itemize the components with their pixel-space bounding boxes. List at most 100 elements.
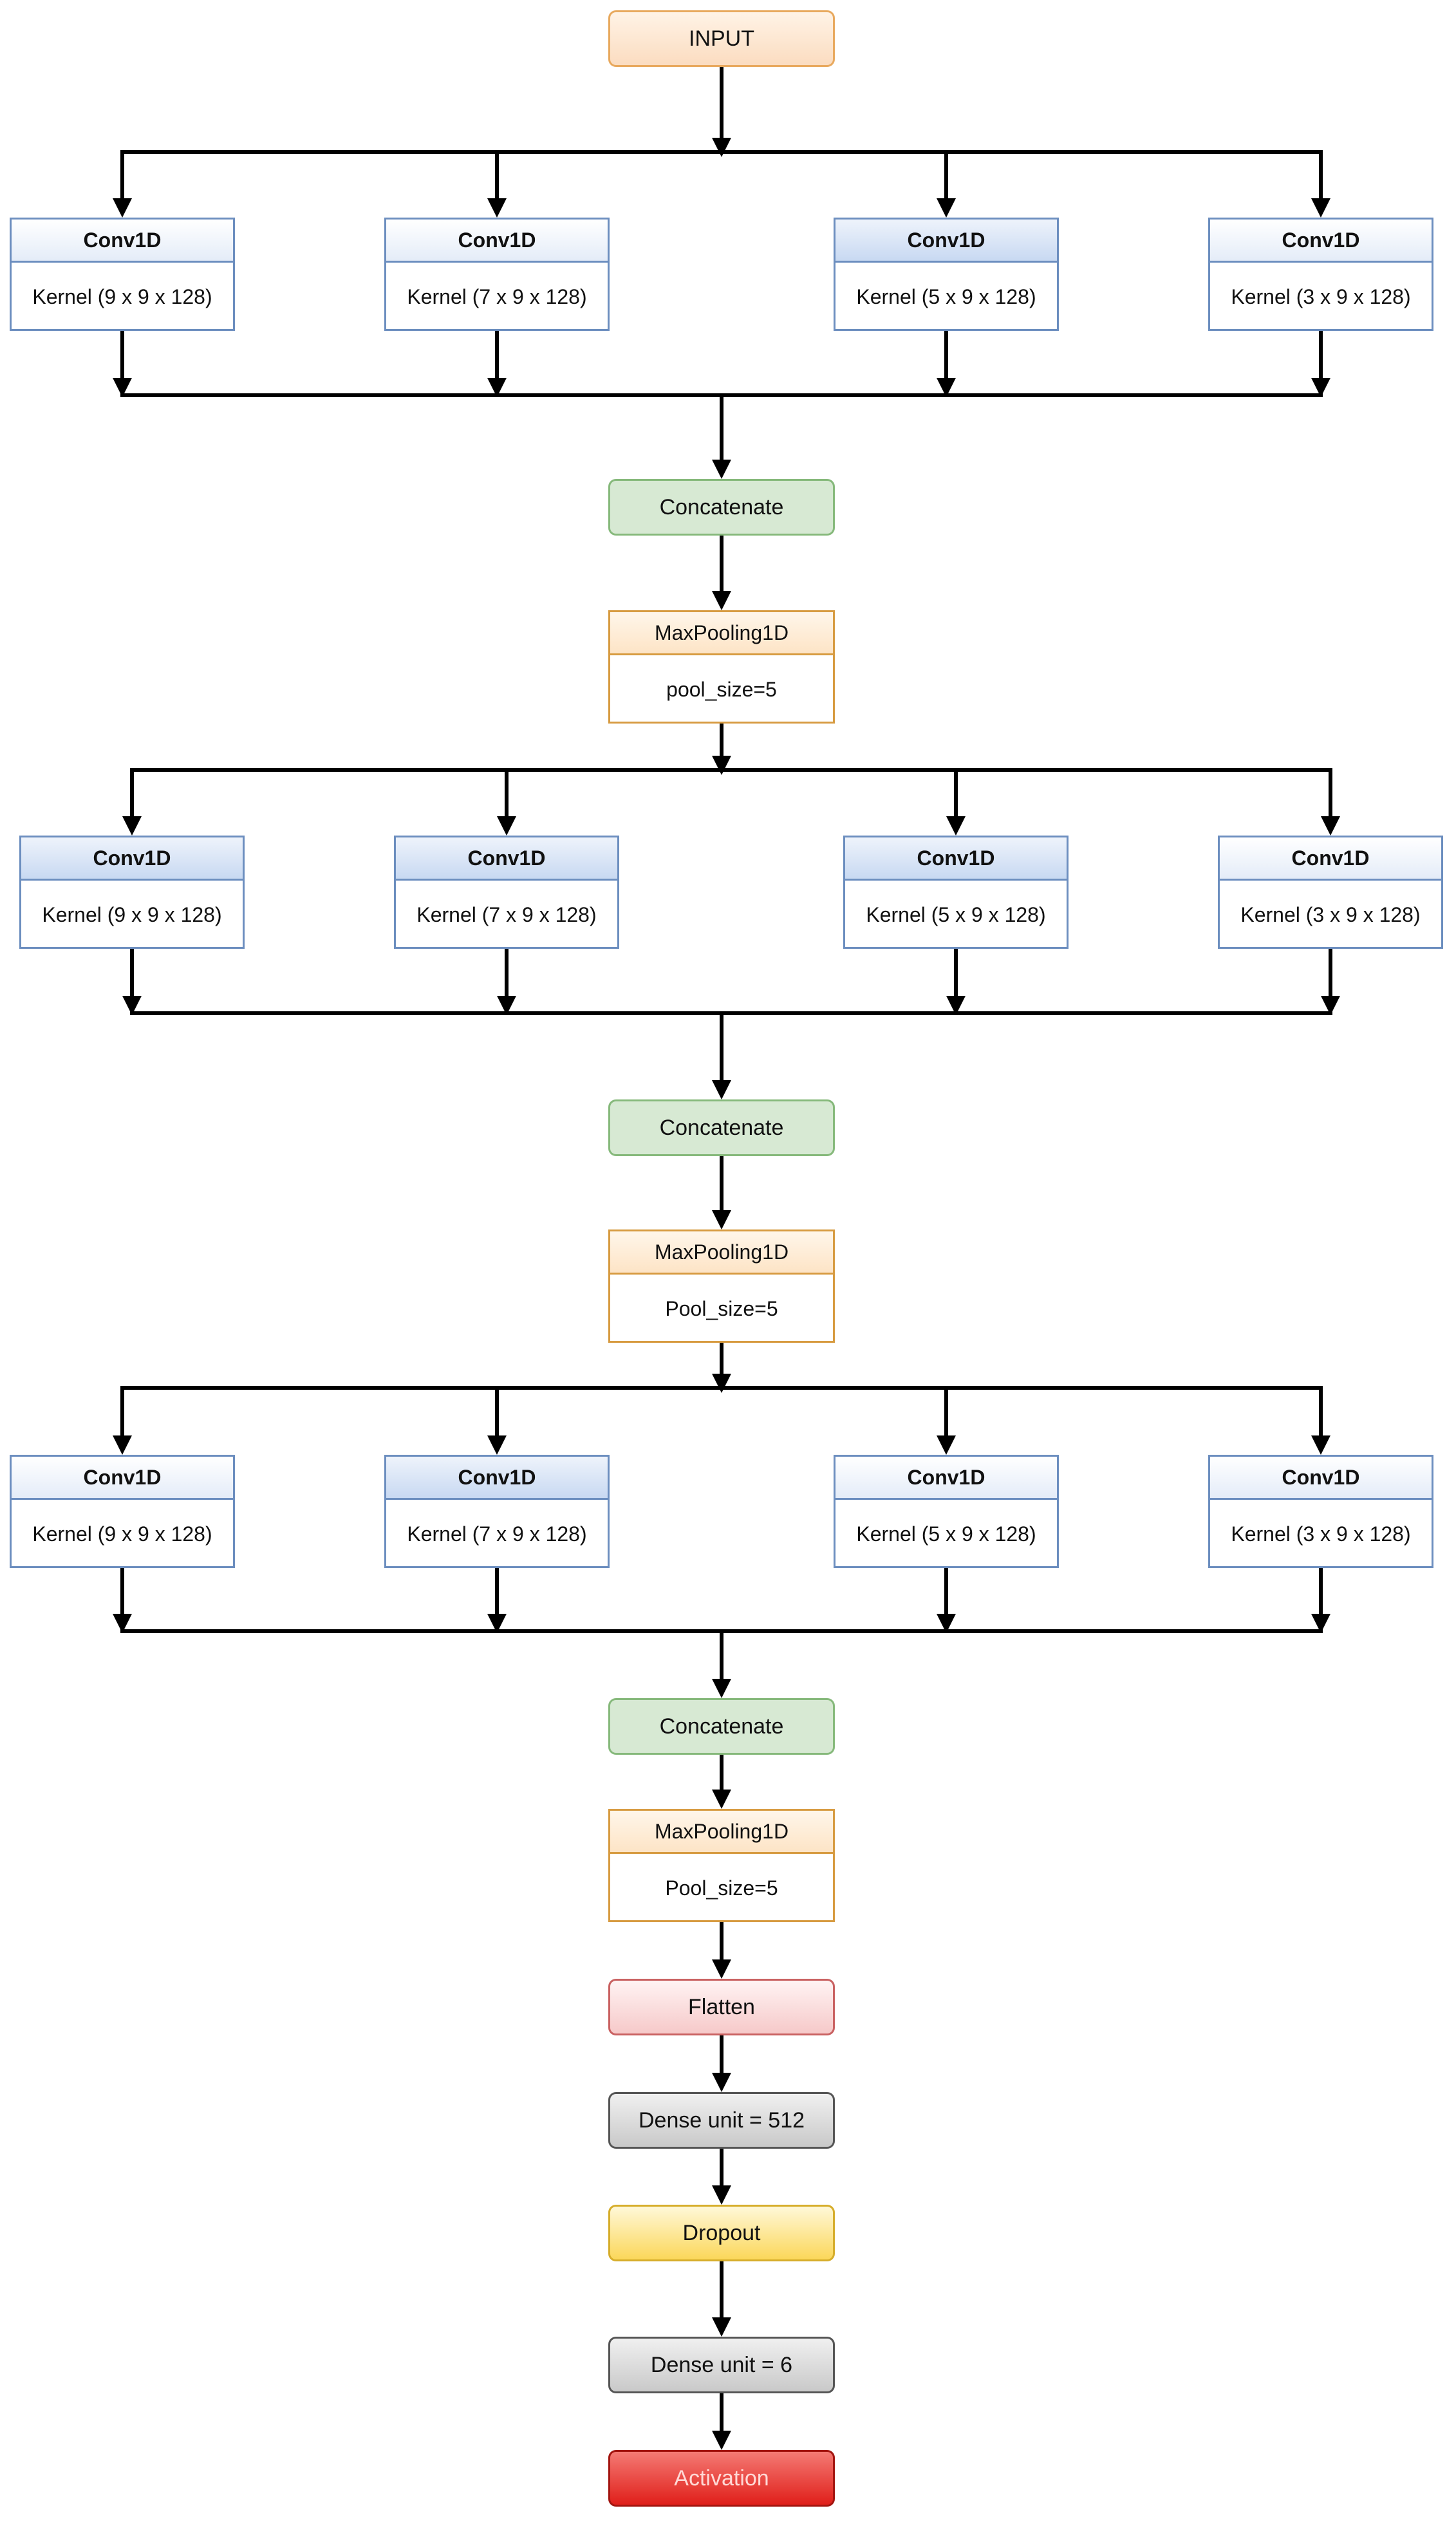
concatenate-label: Concatenate (659, 494, 784, 519)
maxpooling1d-node: MaxPooling1D Pool_size=5 (608, 1229, 835, 1343)
flatten-node: Flatten (608, 1979, 835, 2035)
maxpooling1d-param: Pool_size=5 (665, 1876, 778, 1900)
flatten-label: Flatten (688, 1994, 755, 2019)
arrow-head (1311, 1435, 1330, 1455)
conv1d-kernel: Kernel (5 x 9 x 128) (856, 285, 1036, 308)
conv1d-kernel: Kernel (7 x 9 x 128) (407, 1522, 587, 1546)
concatenate-label: Concatenate (659, 1714, 784, 1739)
arrow-head (122, 996, 142, 1015)
dense-node: Dense unit = 6 (608, 2337, 835, 2393)
conv1d-kernel: Kernel (5 x 9 x 128) (856, 1522, 1036, 1546)
arrow-head (712, 1080, 731, 1099)
conv1d-title: Conv1D (1210, 220, 1432, 263)
arrow-head (487, 1614, 507, 1633)
arrow-head (712, 2431, 731, 2450)
arrow-head (946, 996, 966, 1015)
arrow-head (1321, 816, 1340, 836)
conv1d-kernel: Kernel (9 x 9 x 128) (32, 1522, 212, 1546)
dense-label: Dense unit = 512 (638, 2108, 805, 2133)
conv1d-title: Conv1D (12, 1457, 233, 1500)
conv1d-title: Conv1D (845, 837, 1067, 881)
arrow-head (712, 1210, 731, 1229)
conv1d-node: Conv1D Kernel (7 x 9 x 128) (394, 836, 619, 949)
conv1d-kernel: Kernel (3 x 9 x 128) (1231, 285, 1411, 308)
conv1d-node: Conv1D Kernel (5 x 9 x 128) (834, 218, 1059, 331)
conv1d-node: Conv1D Kernel (9 x 9 x 128) (19, 836, 245, 949)
conv1d-node: Conv1D Kernel (9 x 9 x 128) (10, 1455, 235, 1568)
maxpooling1d-node: MaxPooling1D Pool_size=5 (608, 1809, 835, 1922)
conv1d-title: Conv1D (835, 220, 1057, 263)
arrow-head (113, 1614, 132, 1633)
arrow-head (1311, 198, 1330, 218)
conv1d-title: Conv1D (1220, 837, 1441, 881)
arrow-head (1321, 996, 1340, 1015)
conv1d-kernel: Kernel (7 x 9 x 128) (407, 285, 587, 308)
arrow-head (712, 2073, 731, 2092)
conv1d-node: Conv1D Kernel (3 x 9 x 128) (1218, 836, 1443, 949)
arrow-head (712, 460, 731, 479)
maxpooling1d-title: MaxPooling1D (610, 1811, 833, 1854)
arrow-head (497, 996, 516, 1015)
arrow-head (122, 816, 142, 836)
conv1d-title: Conv1D (12, 220, 233, 263)
arrow-head (712, 1374, 731, 1393)
arrow-head (712, 591, 731, 610)
arrow-head (487, 1435, 507, 1455)
arrow-head (712, 756, 731, 775)
arrow-head (946, 816, 966, 836)
conv1d-node: Conv1D Kernel (7 x 9 x 128) (384, 1455, 610, 1568)
arrow-head (1311, 1614, 1330, 1633)
conv1d-kernel: Kernel (9 x 9 x 128) (42, 902, 222, 926)
dropout-label: Dropout (682, 2220, 761, 2245)
arrow-head (113, 1435, 132, 1455)
conv1d-title: Conv1D (21, 837, 243, 881)
arrow-head (937, 1614, 956, 1633)
arrow-head (487, 198, 507, 218)
conv1d-node: Conv1D Kernel (9 x 9 x 128) (10, 218, 235, 331)
conv1d-kernel: Kernel (9 x 9 x 128) (32, 285, 212, 308)
arrow-head (937, 198, 956, 218)
conv1d-kernel: Kernel (7 x 9 x 128) (416, 902, 597, 926)
arrow-head (712, 2185, 731, 2205)
conv1d-kernel: Kernel (3 x 9 x 128) (1231, 1522, 1411, 1546)
arrow-head (487, 378, 507, 397)
conv1d-title: Conv1D (1210, 1457, 1432, 1500)
maxpooling1d-param: Pool_size=5 (665, 1296, 778, 1320)
concatenate-label: Concatenate (659, 1115, 784, 1140)
arrow-head (712, 1959, 731, 1979)
arrow-head (497, 816, 516, 836)
maxpooling1d-title: MaxPooling1D (610, 1231, 833, 1275)
conv1d-title: Conv1D (835, 1457, 1057, 1500)
maxpooling1d-param: pool_size=5 (666, 677, 777, 701)
conv1d-node: Conv1D Kernel (5 x 9 x 128) (843, 836, 1069, 949)
input-label: INPUT (689, 26, 754, 51)
arrow-head (712, 138, 731, 157)
conv1d-node: Conv1D Kernel (3 x 9 x 128) (1208, 218, 1433, 331)
conv1d-title: Conv1D (386, 1457, 608, 1500)
dropout-node: Dropout (608, 2205, 835, 2261)
activation-label: Activation (674, 2465, 769, 2491)
maxpooling1d-node: MaxPooling1D pool_size=5 (608, 610, 835, 724)
conv1d-node: Conv1D Kernel (3 x 9 x 128) (1208, 1455, 1433, 1568)
arrow-head (712, 1679, 731, 1698)
arrow-head (937, 378, 956, 397)
dense-node: Dense unit = 512 (608, 2092, 835, 2149)
arrow-head (1311, 378, 1330, 397)
conv1d-node: Conv1D Kernel (7 x 9 x 128) (384, 218, 610, 331)
concatenate-node: Concatenate (608, 479, 835, 536)
conv1d-node: Conv1D Kernel (5 x 9 x 128) (834, 1455, 1059, 1568)
arrow-head (113, 378, 132, 397)
conv1d-kernel: Kernel (5 x 9 x 128) (866, 902, 1046, 926)
input-node: INPUT (608, 10, 835, 67)
conv1d-title: Conv1D (386, 220, 608, 263)
dense-label: Dense unit = 6 (650, 2352, 793, 2377)
arrow-head (712, 1790, 731, 1809)
conv1d-kernel: Kernel (3 x 9 x 128) (1240, 902, 1421, 926)
arrow-head (113, 198, 132, 218)
activation-node: Activation (608, 2450, 835, 2507)
concatenate-node: Concatenate (608, 1099, 835, 1156)
concatenate-node: Concatenate (608, 1698, 835, 1755)
conv1d-title: Conv1D (396, 837, 617, 881)
